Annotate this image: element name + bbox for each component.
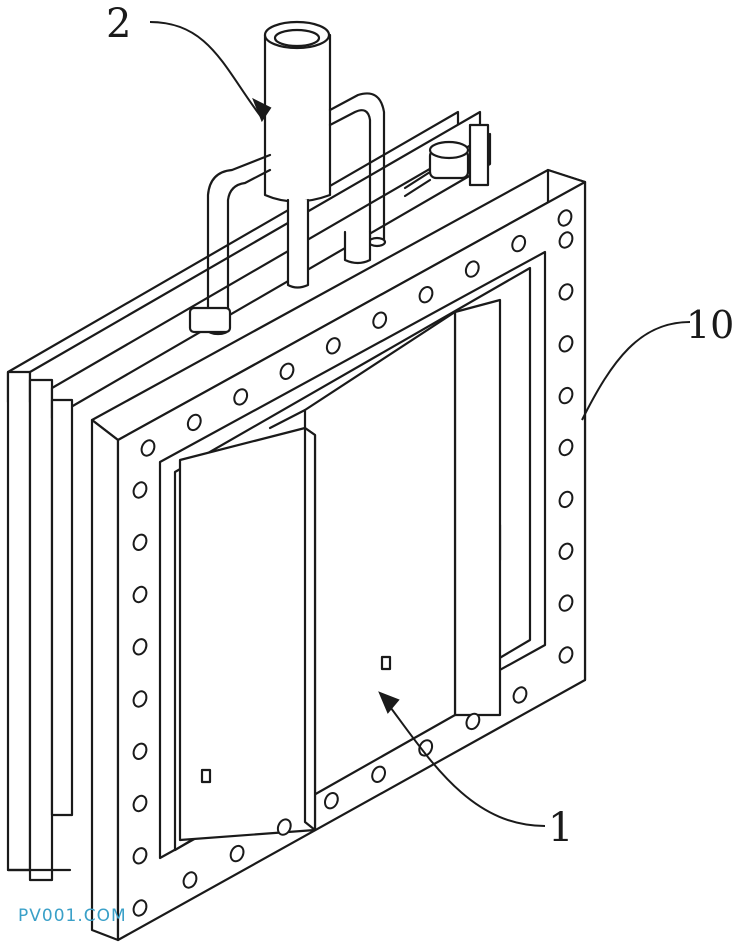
bolt-hole [323, 792, 339, 810]
rear-plates [6, 110, 492, 882]
bolt-hole [372, 311, 388, 329]
bolt-hole [132, 690, 148, 708]
leader-arrow-2 [252, 97, 272, 123]
bolt-hole [558, 594, 574, 612]
bolt-hole [465, 712, 481, 731]
bolt-hole [418, 286, 434, 304]
callout-label-2: 2 [106, 1, 132, 47]
bolt-hole [371, 765, 387, 783]
bolt-hole [558, 231, 574, 249]
bolt-hole [132, 481, 148, 499]
bolt-hole [132, 638, 148, 656]
bolt-hole [558, 438, 574, 457]
actuator-assembly [188, 20, 387, 336]
bolt-hole [279, 362, 295, 380]
bolt-hole [558, 335, 574, 353]
flange-bolt-holes [132, 209, 574, 917]
adjuster-knob [403, 123, 490, 198]
bolt-hole [140, 439, 156, 457]
bolt-hole [186, 413, 202, 432]
bolt-hole [325, 337, 341, 355]
leader-line-1 [384, 699, 546, 827]
callout-label-1: 1 [548, 805, 574, 851]
bolt-hole [558, 490, 574, 509]
bolt-hole [132, 899, 148, 917]
bolt-hole [132, 533, 148, 551]
bolt-hole [558, 542, 574, 560]
bolt-hole [276, 818, 292, 836]
watermark-text: PV001.COM [18, 906, 127, 926]
bolt-hole [558, 386, 574, 405]
callout-label-10: 10 [686, 303, 735, 347]
bolt-hole [464, 260, 480, 278]
bolt-hole [132, 794, 148, 813]
leader-arrow-1 [378, 691, 400, 714]
bolt-hole [512, 686, 528, 704]
bolt-hole [132, 585, 148, 604]
bolt-hole [132, 742, 148, 760]
gate-plates [178, 298, 502, 842]
bolt-hole [558, 646, 574, 664]
bolt-hole [182, 871, 198, 889]
bolt-hole [557, 209, 573, 227]
leader-line-10 [581, 321, 691, 421]
bolt-hole [233, 388, 249, 406]
leader-line-2 [149, 21, 263, 119]
bolt-hole [511, 234, 527, 253]
bolt-hole [132, 847, 148, 865]
bolt-hole [229, 844, 245, 863]
bolt-hole [558, 283, 574, 301]
